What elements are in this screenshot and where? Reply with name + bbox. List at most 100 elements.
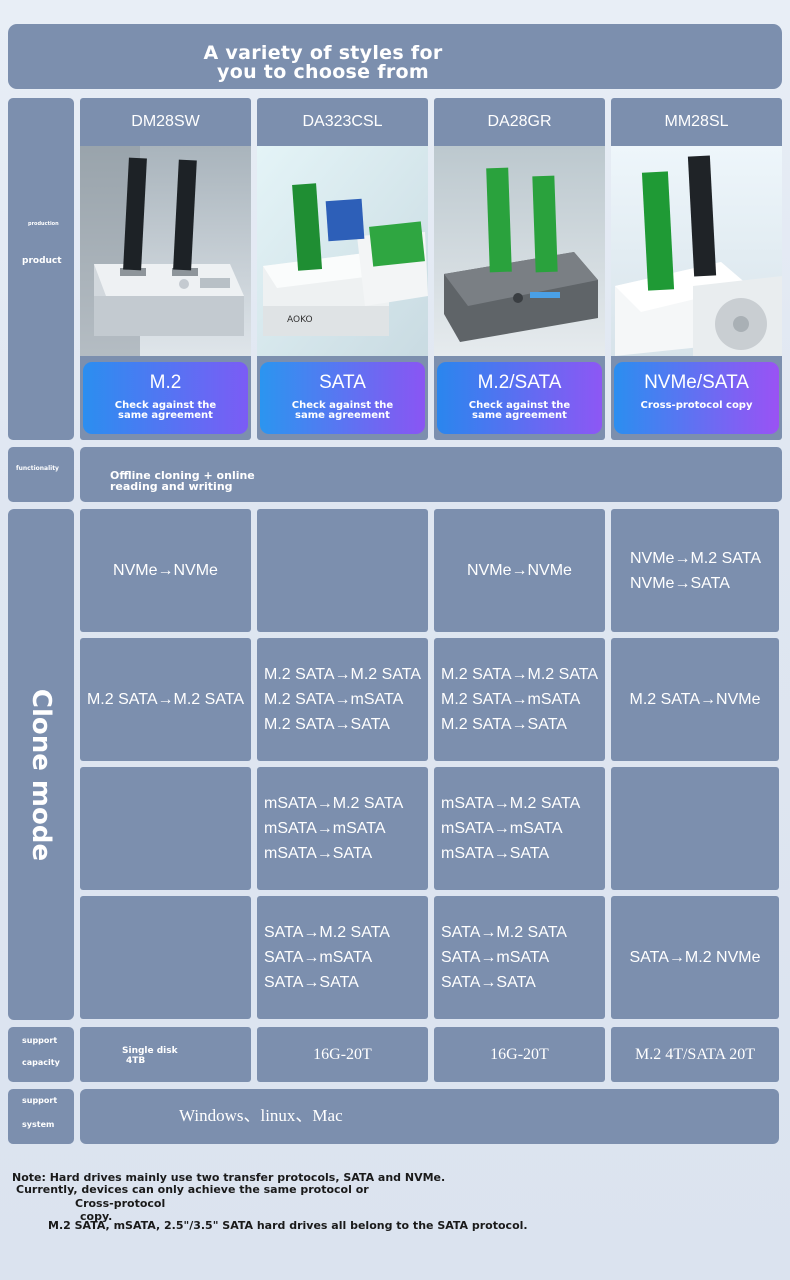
clone-mode-list: M.2 SATA→M.2 SATA	[80, 687, 251, 712]
capacity-4-text: M.2 4T/SATA 20T	[634, 1046, 756, 1063]
note-line-3: Cross-protocol	[75, 1197, 166, 1210]
capacity-2-text: 16G-20T	[313, 1046, 372, 1063]
page-title: A variety of styles for you to choose fr…	[178, 44, 468, 82]
product-column-da323csl: DA323CSL AOKO SATA Check against the same…	[257, 98, 428, 440]
clone-mode-item: mSATA→M.2 SATA	[264, 795, 404, 812]
clone-mode-list: mSATA→M.2 SATA mSATA→mSATA mSATA→SATA	[441, 791, 580, 866]
protocol-name: SATA	[319, 372, 366, 393]
clone-mode-item: SATA→SATA	[441, 974, 536, 991]
clone-cell-r1-c2	[257, 509, 428, 632]
clone-cell-r3-c3: mSATA→M.2 SATA mSATA→mSATA mSATA→SATA	[434, 767, 605, 890]
clone-mode-item: mSATA→SATA	[264, 845, 373, 862]
dock-white-nvme-photo	[611, 146, 782, 356]
clone-mode-item: NVMe→M.2 SATA	[630, 550, 761, 567]
functionality-label: functionality	[16, 465, 59, 472]
clone-mode-item: M.2 SATA→SATA	[264, 716, 390, 733]
clone-cell-r4-c1	[80, 896, 251, 1019]
protocol-name: M.2	[149, 372, 182, 393]
clone-mode-item: mSATA→SATA	[441, 845, 550, 862]
capacity-cell-4: M.2 4T/SATA 20T	[611, 1027, 779, 1082]
clone-mode-label-cell: Clone mode	[8, 509, 74, 1020]
clone-mode-list: SATA→M.2 NVMe	[611, 945, 779, 970]
clone-mode-item: M.2 SATA→mSATA	[264, 691, 404, 708]
system-cell: Windows、linux、Mac	[80, 1089, 779, 1144]
note-line-5: M.2 SATA, mSATA, 2.5"/3.5" SATA hard dri…	[48, 1219, 528, 1232]
protocol-badge: M.2/SATA Check against the same agreement	[437, 362, 602, 434]
clone-mode-list: mSATA→M.2 SATA mSATA→mSATA mSATA→SATA	[264, 791, 403, 866]
clone-mode-item: NVMe→SATA	[630, 575, 730, 592]
system-label-line2: system	[22, 1120, 55, 1129]
functionality-cell: Offline cloning + online reading and wri…	[80, 447, 782, 502]
dock-silver-two-bay-photo	[80, 146, 251, 356]
clone-mode-item: SATA→SATA	[264, 974, 359, 991]
clone-mode-item: NVMe→NVMe	[113, 562, 218, 579]
clone-mode-item: SATA→M.2 SATA	[441, 924, 567, 941]
capacity-1-text: Single disk 4TB	[122, 1046, 178, 1066]
clone-mode-item: M.2 SATA→SATA	[441, 716, 567, 733]
clone-mode-item: mSATA→M.2 SATA	[441, 795, 581, 812]
note-line-1: Note: Hard drives mainly use two transfe…	[12, 1171, 446, 1184]
capacity-1-line2: 4TB	[126, 1056, 146, 1066]
model-name: DM28SW	[131, 113, 200, 130]
clone-mode-item: mSATA→mSATA	[264, 820, 386, 837]
title-line-2: you to choose from	[217, 61, 429, 83]
dock-grey-green-ssd-photo	[434, 146, 605, 356]
protocol-note: Cross-protocol copy	[640, 400, 753, 411]
clone-mode-list: NVMe→NVMe	[80, 558, 251, 583]
clone-cell-r2-c1: M.2 SATA→M.2 SATA	[80, 638, 251, 761]
clone-mode-item: NVMe→NVMe	[467, 562, 572, 579]
functionality-text: Offline cloning + online reading and wri…	[110, 469, 255, 493]
clone-cell-r1-c1: NVMe→NVMe	[80, 509, 251, 632]
clone-mode-item: M.2 SATA→M.2 SATA	[441, 666, 599, 683]
clone-mode-item: SATA→M.2 NVMe	[629, 949, 761, 966]
capacity-1-line1: Single disk	[122, 1046, 178, 1056]
clone-cell-r1-c3: NVMe→NVMe	[434, 509, 605, 632]
model-name: DA323CSL	[302, 113, 383, 130]
capacity-label-cell: support capacity	[8, 1027, 74, 1082]
system-label-cell: support system	[8, 1089, 74, 1144]
protocol-name: NVMe/SATA	[644, 372, 749, 393]
protocol-name: M.2/SATA	[477, 372, 562, 393]
capacity-label-line2: capacity	[22, 1058, 60, 1067]
product-label: product	[22, 256, 62, 266]
title-line-1: A variety of styles for	[203, 42, 443, 64]
clone-mode-item: M.2 SATA→M.2 SATA	[86, 691, 245, 708]
protocol-note: Check against the same agreement	[468, 400, 571, 421]
clone-mode-item: M.2 SATA→NVMe	[629, 691, 761, 708]
functionality-label-cell: functionality	[8, 447, 74, 502]
system-text: Windows、linux、Mac	[179, 1106, 343, 1125]
model-name: DA28GR	[487, 113, 552, 130]
clone-mode-list: NVMe→NVMe	[434, 558, 605, 583]
protocol-badge: SATA Check against the same agreement	[260, 362, 425, 434]
product-column-da28gr: DA28GR M.2/SATA Check against the same ag…	[434, 98, 605, 440]
production-label: production	[28, 221, 59, 227]
clone-mode-list: NVMe→M.2 SATA NVMe→SATA	[630, 546, 761, 596]
capacity-cell-1: Single disk 4TB	[80, 1027, 251, 1082]
capacity-3-text: 16G-20T	[490, 1046, 549, 1063]
note-line-2: Currently, devices can only achieve the …	[16, 1183, 369, 1196]
svg-text:AOKO: AOKO	[287, 315, 313, 325]
dock-white-green-ssd-photo: AOKO	[257, 146, 428, 356]
note-line-4: copy.	[80, 1210, 113, 1223]
clone-mode-item: mSATA→mSATA	[441, 820, 563, 837]
clone-cell-r3-c4	[611, 767, 779, 890]
clone-cell-r3-c2: mSATA→M.2 SATA mSATA→mSATA mSATA→SATA	[257, 767, 428, 890]
product-label-cell: production product	[8, 98, 74, 440]
protocol-note: Check against the same agreement	[291, 400, 394, 421]
capacity-label-line1: support	[22, 1036, 58, 1045]
clone-cell-r1-c4: NVMe→M.2 SATA NVMe→SATA	[611, 509, 779, 632]
model-name: MM28SL	[664, 113, 729, 130]
capacity-cell-2: 16G-20T	[257, 1027, 428, 1082]
capacity-cell-3: 16G-20T	[434, 1027, 605, 1082]
system-label-line1: support	[22, 1096, 58, 1105]
title-banner: A variety of styles for you to choose fr…	[8, 24, 782, 89]
clone-mode-item: SATA→mSATA	[264, 949, 373, 966]
